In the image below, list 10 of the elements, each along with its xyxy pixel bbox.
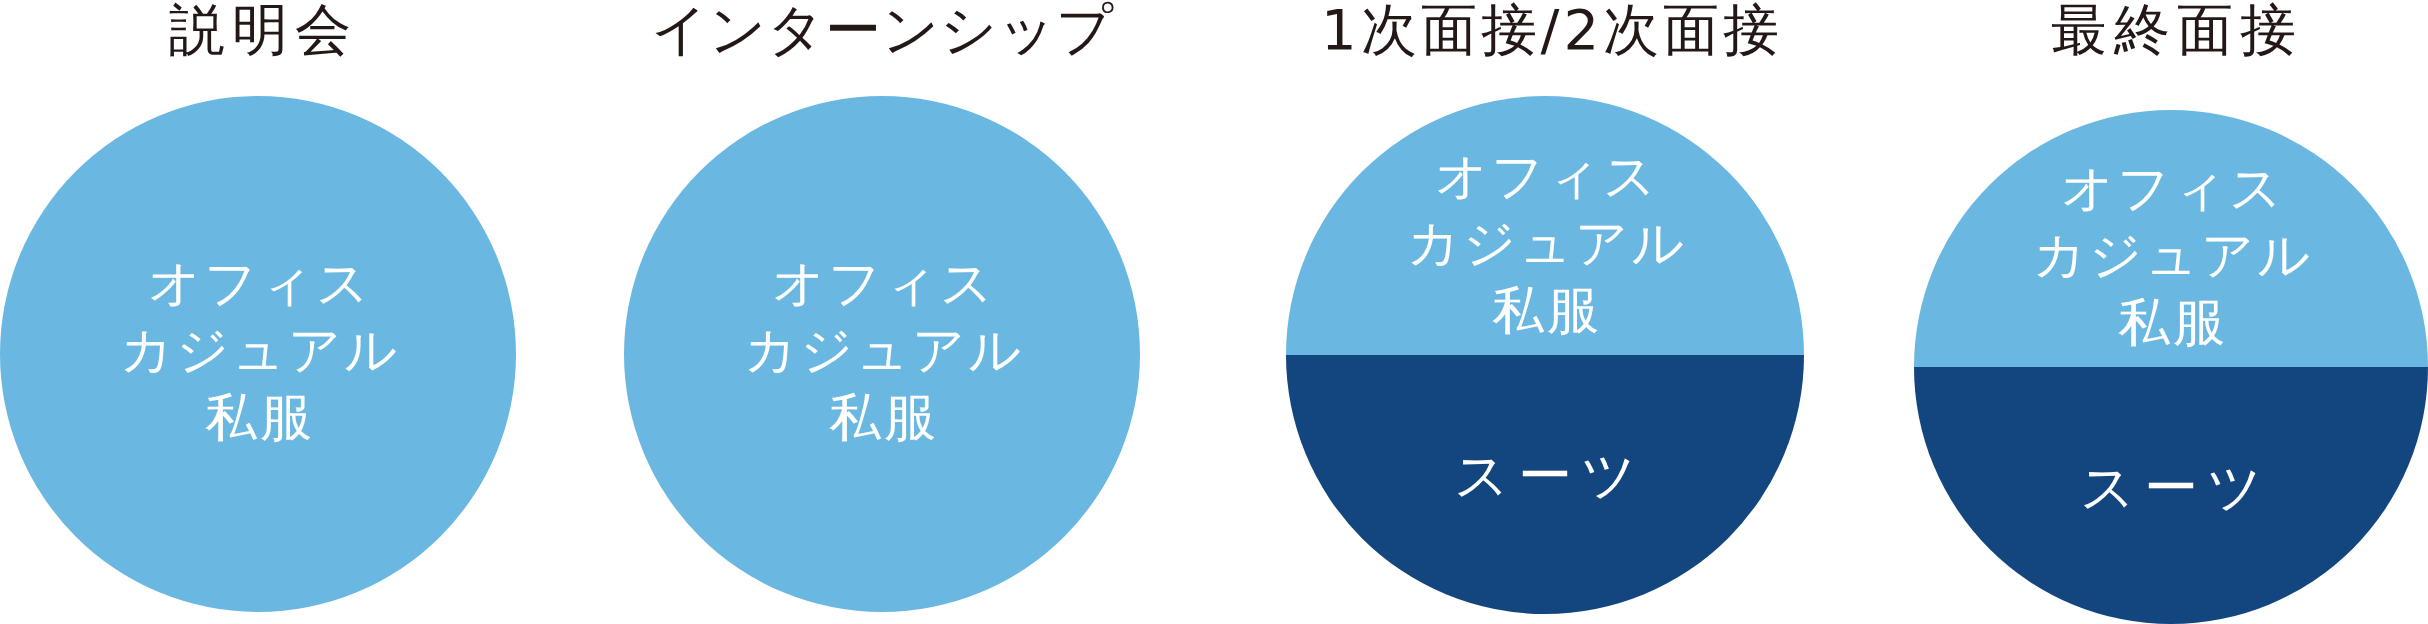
heading: インターンシップ bbox=[650, 2, 1114, 58]
heading: 最終面接 bbox=[2049, 2, 2303, 58]
heading: 1次面接/2次面接 bbox=[1319, 2, 1784, 58]
half-label: オフィスカジュアル私服 bbox=[2031, 156, 2313, 354]
heading: 説明会 bbox=[168, 2, 358, 58]
circle-label: オフィスカジュアル私服 bbox=[118, 251, 400, 449]
half-label: スーツ bbox=[1453, 442, 1645, 509]
half-label: オフィスカジュアル私服 bbox=[1405, 144, 1687, 342]
half-label: スーツ bbox=[2079, 454, 2271, 521]
circle-label: オフィスカジュアル私服 bbox=[742, 251, 1024, 449]
